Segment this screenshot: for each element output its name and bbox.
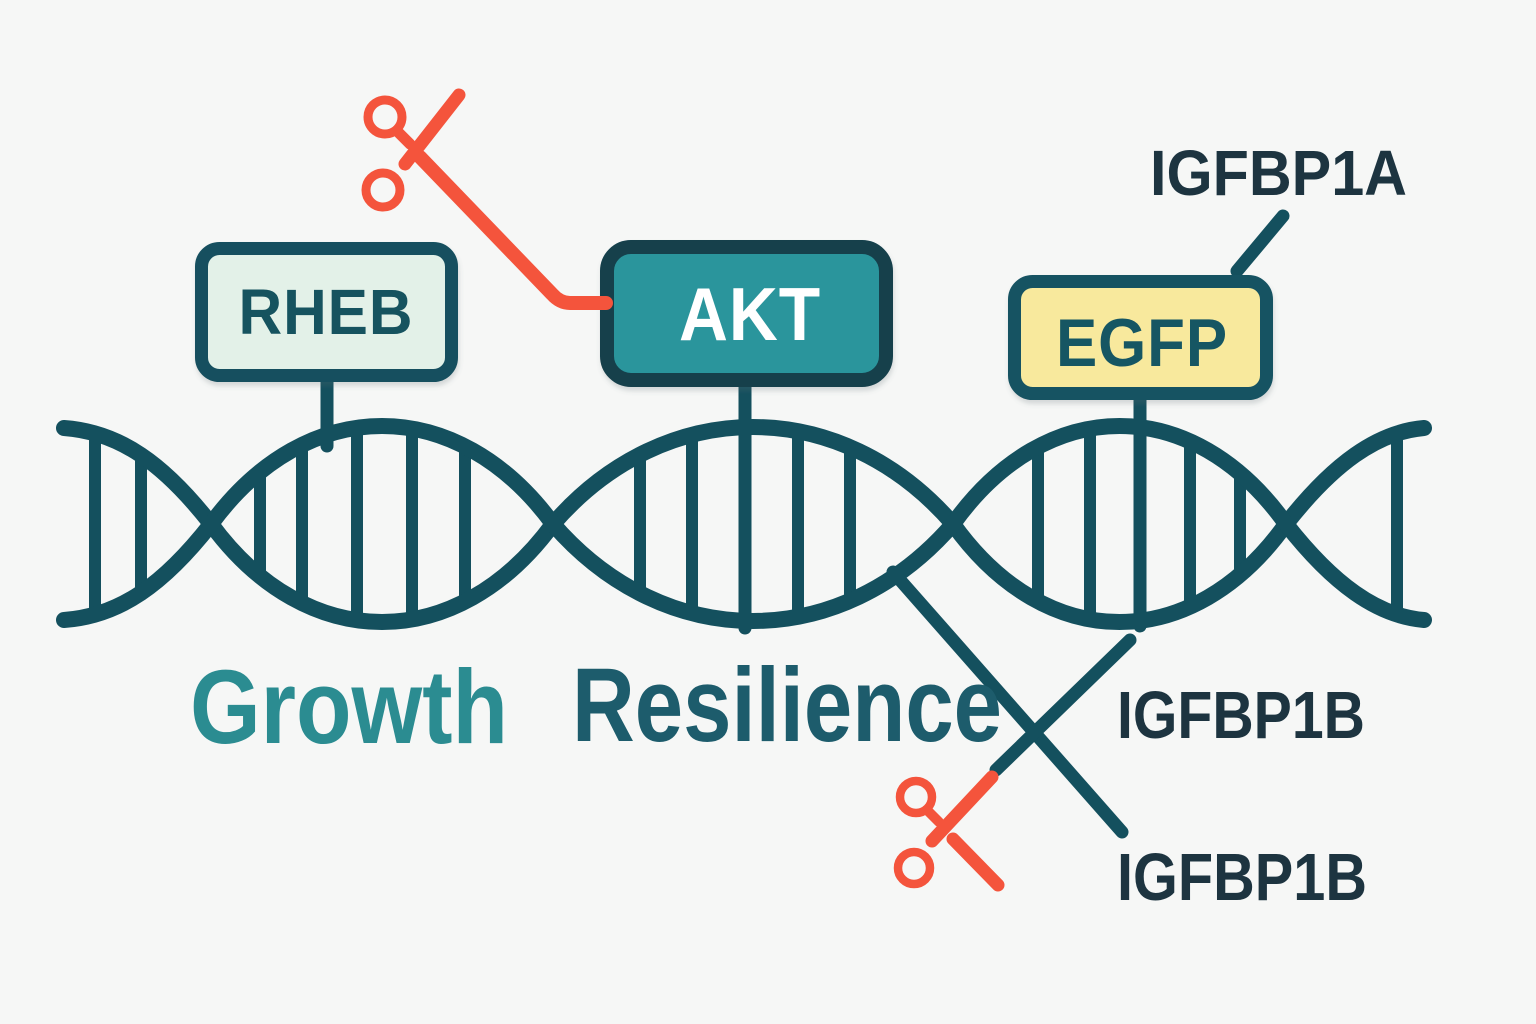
gene-boxes: RHEB AKT EGFP	[195, 240, 1273, 400]
scissors-bottom-handle-2	[893, 847, 935, 889]
branch-lines	[886, 209, 1290, 839]
scissors-bottom-blade-lower	[946, 832, 1005, 892]
label-igfbp1b-lower: IGFBP1B	[1117, 840, 1367, 915]
helix-strand-a	[56, 419, 1432, 631]
branch-line-igfbp1b-lower	[886, 565, 1129, 839]
gene-box-akt: AKT	[600, 240, 893, 387]
scissors-bottom-pivot	[922, 805, 944, 827]
scissors-bottom-handle-1	[895, 776, 937, 818]
scissors-top-cut-line	[413, 150, 613, 310]
scissors-top-handle-2	[361, 168, 405, 212]
rheb-label: RHEB	[239, 276, 414, 348]
label-igfbp1b-upper: IGFBP1B	[1117, 678, 1365, 753]
scissors-top-handle-1	[363, 95, 407, 139]
scissors-bottom-icon	[893, 770, 1005, 892]
igfbp1a-callout-line	[1230, 209, 1290, 278]
egfp-box	[1008, 275, 1273, 400]
scissors-top-icon	[361, 88, 613, 310]
rheb-box	[195, 242, 458, 382]
caption-resilience: Resilience	[572, 647, 1002, 764]
label-igfbp1a: IGFBP1A	[1150, 137, 1407, 209]
akt-label: AKT	[679, 272, 821, 356]
gene-box-egfp: EGFP	[1008, 275, 1273, 400]
dna-helix	[56, 417, 1432, 631]
egfp-label: EGFP	[1056, 305, 1228, 381]
scissors-top-pivot	[391, 125, 416, 150]
gene-connectors	[320, 373, 1147, 635]
branch-line-igfbp1b-upper-cut	[989, 633, 1137, 777]
scissors-top-blade	[398, 88, 466, 171]
caption-growth: Growth	[190, 649, 508, 766]
helix-strand-b	[56, 417, 1432, 629]
gene-box-rheb: RHEB	[195, 242, 458, 382]
akt-box	[600, 240, 893, 387]
scissors-bottom-blade-upper	[925, 770, 999, 848]
